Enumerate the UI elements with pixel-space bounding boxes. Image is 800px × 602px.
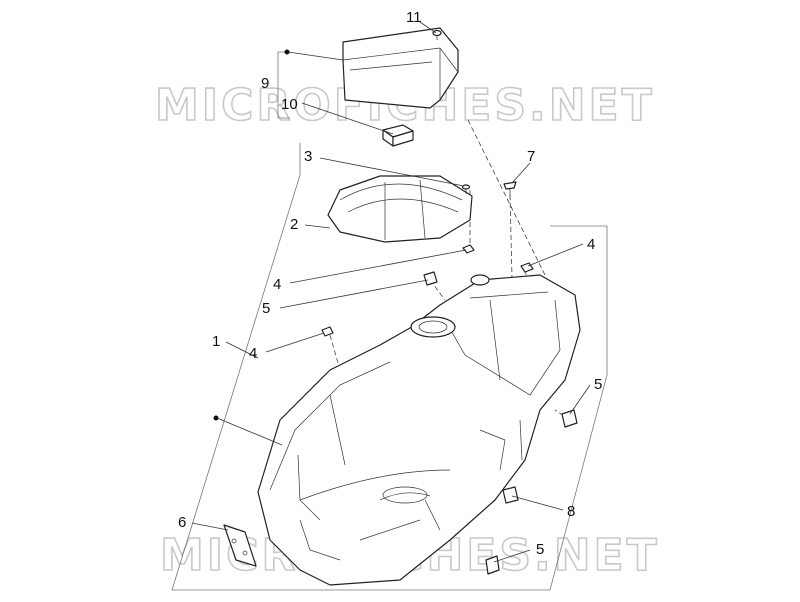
pad-part-10 <box>382 124 414 147</box>
callout-5-lower: 5 <box>536 541 544 558</box>
callout-7: 7 <box>527 148 535 165</box>
callout-5-right: 5 <box>594 376 602 393</box>
callout-1: 1 <box>212 333 220 350</box>
clip-part-4-left <box>321 326 334 337</box>
callout-6: 6 <box>178 514 186 531</box>
clip-part-5-right <box>561 409 578 428</box>
screw-part-7 <box>503 181 517 197</box>
clip-part-5-lower <box>485 555 500 575</box>
assembly-bracket-9 <box>277 51 290 119</box>
callout-10: 10 <box>281 96 298 113</box>
plate-part-6 <box>223 524 257 567</box>
helmet-compartment-part-1 <box>257 274 581 586</box>
callout-3: 3 <box>304 148 312 165</box>
cover-lid-part-2 <box>327 175 473 243</box>
clip-part-5-upper <box>423 271 438 286</box>
leader-lines <box>191 21 591 563</box>
clip-part-4-upper <box>462 244 475 254</box>
callout-9: 9 <box>261 75 269 92</box>
callout-8: 8 <box>567 503 575 520</box>
callout-2: 2 <box>290 216 298 233</box>
callout-4-left: 4 <box>249 345 257 362</box>
storage-box-part-9 <box>342 27 459 109</box>
callout-4-right: 4 <box>587 236 595 253</box>
screw-part-3 <box>461 184 471 194</box>
callout-4-upper: 4 <box>273 276 281 293</box>
callout-11: 11 <box>406 9 422 26</box>
assembly-bracket-1 <box>171 143 608 591</box>
callout-5-upper: 5 <box>262 300 270 317</box>
clip-part-8 <box>502 486 519 504</box>
screw-part-11 <box>432 29 442 40</box>
